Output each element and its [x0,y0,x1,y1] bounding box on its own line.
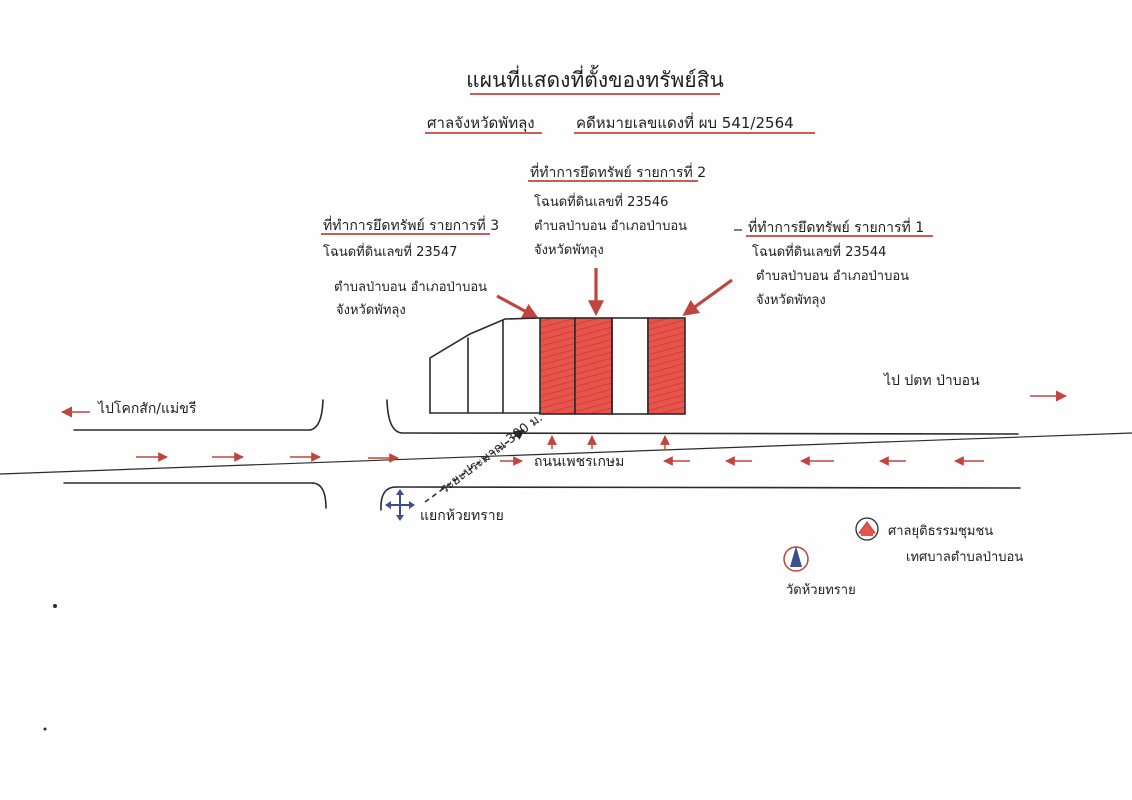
left-direction-label: ไปโคกสัก/แม่ขรี [97,400,197,417]
parcel-1-location: ตำบลป่าบอน อำเภอป่าบอน [756,269,909,284]
shrine-label-line1: ศาลยุติธรรมชุมชน [888,524,993,539]
distance-arrow [424,429,525,503]
parcel-3-location: ตำบลป่าบอน อำเภอป่าบอน [334,280,487,295]
lane-arrows [136,435,984,466]
parcel-1-deed: โฉนดที่ดินเลขที่ 23544 [752,243,886,260]
shrine-icon [855,517,879,541]
parcel-label-item-1: ที่ทำการยึดทรัพย์ รายการที่ 1 โฉนดที่ดิน… [734,218,933,308]
parcel-block [429,317,686,415]
parcel-2-deed: โฉนดที่ดินเลขที่ 23546 [534,193,668,210]
side-road-bottom-left-curve [312,482,327,509]
parcel-label-item-2: ที่ทำการยึดทรัพย์ รายการที่ 2 โฉนดที่ดิน… [528,163,706,258]
parcel-label-item-3: ที่ทำการยึดทรัพย์ รายการที่ 3 โฉนดที่ดิน… [321,216,499,318]
distance-label: ระยะประมาณ 300 ม. [437,410,545,497]
block-roofline [429,317,541,414]
case-number: คดีหมายเลขแดงที่ ผบ 541/2564 [576,112,794,132]
temple-icon [783,546,809,572]
parcel-2-heading: ที่ทำการยึดทรัพย์ รายการที่ 2 [530,163,706,181]
junction-label: แยกห้วยทราย [420,508,504,524]
seized-parcel-item-3 [539,317,576,415]
parcel-3-heading: ที่ทำการยึดทรัพย์ รายการที่ 3 [323,216,499,234]
parcel-3-province: จังหวัดพัทลุง [336,303,406,318]
parcel-1-heading: ที่ทำการยึดทรัพย์ รายการที่ 1 [748,218,924,236]
road-edge-bottom-right [395,486,1021,489]
right-direction-label: ไป ปตท ป่าบอน [883,372,980,389]
side-road-bottom-right-curve [380,486,397,511]
parcel-2-province: จังหวัดพัทลุง [534,243,604,258]
arrow-to-parcel-3 [496,294,539,319]
road-edge-top-right [401,432,1019,435]
arrow-to-parcel-1 [682,278,733,316]
side-road-top-right-curve [386,399,403,434]
blank-parcel [611,317,649,415]
court-name: ศาลจังหวัดพัทลุง [427,114,535,133]
temple-label: วัดห้วยทราย [786,583,856,598]
road-network [0,399,1132,511]
shrine-label-line2: เทศบาลตำบลป่าบอน [906,550,1023,565]
seized-parcel-item-2 [574,317,613,415]
parcel-1-province: จังหวัดพัทลุง [756,293,826,308]
scan-speck [53,604,57,608]
parcel-2-location: ตำบลป่าบอน อำเภอป่าบอน [534,219,687,234]
parcel-3-deed: โฉนดที่ดินเลขที่ 23547 [323,243,457,260]
main-road-label: ถนนเพชรเกษม [534,454,624,470]
map-title: แผนที่แสดงที่ตั้งของทรัพย์สิน [466,65,724,92]
cross-arrows-icon [385,489,415,521]
page-fold-line [0,432,1132,475]
scan-speck [43,727,47,731]
side-road-top-left-curve [309,399,324,431]
seized-parcel-item-1 [647,317,686,415]
